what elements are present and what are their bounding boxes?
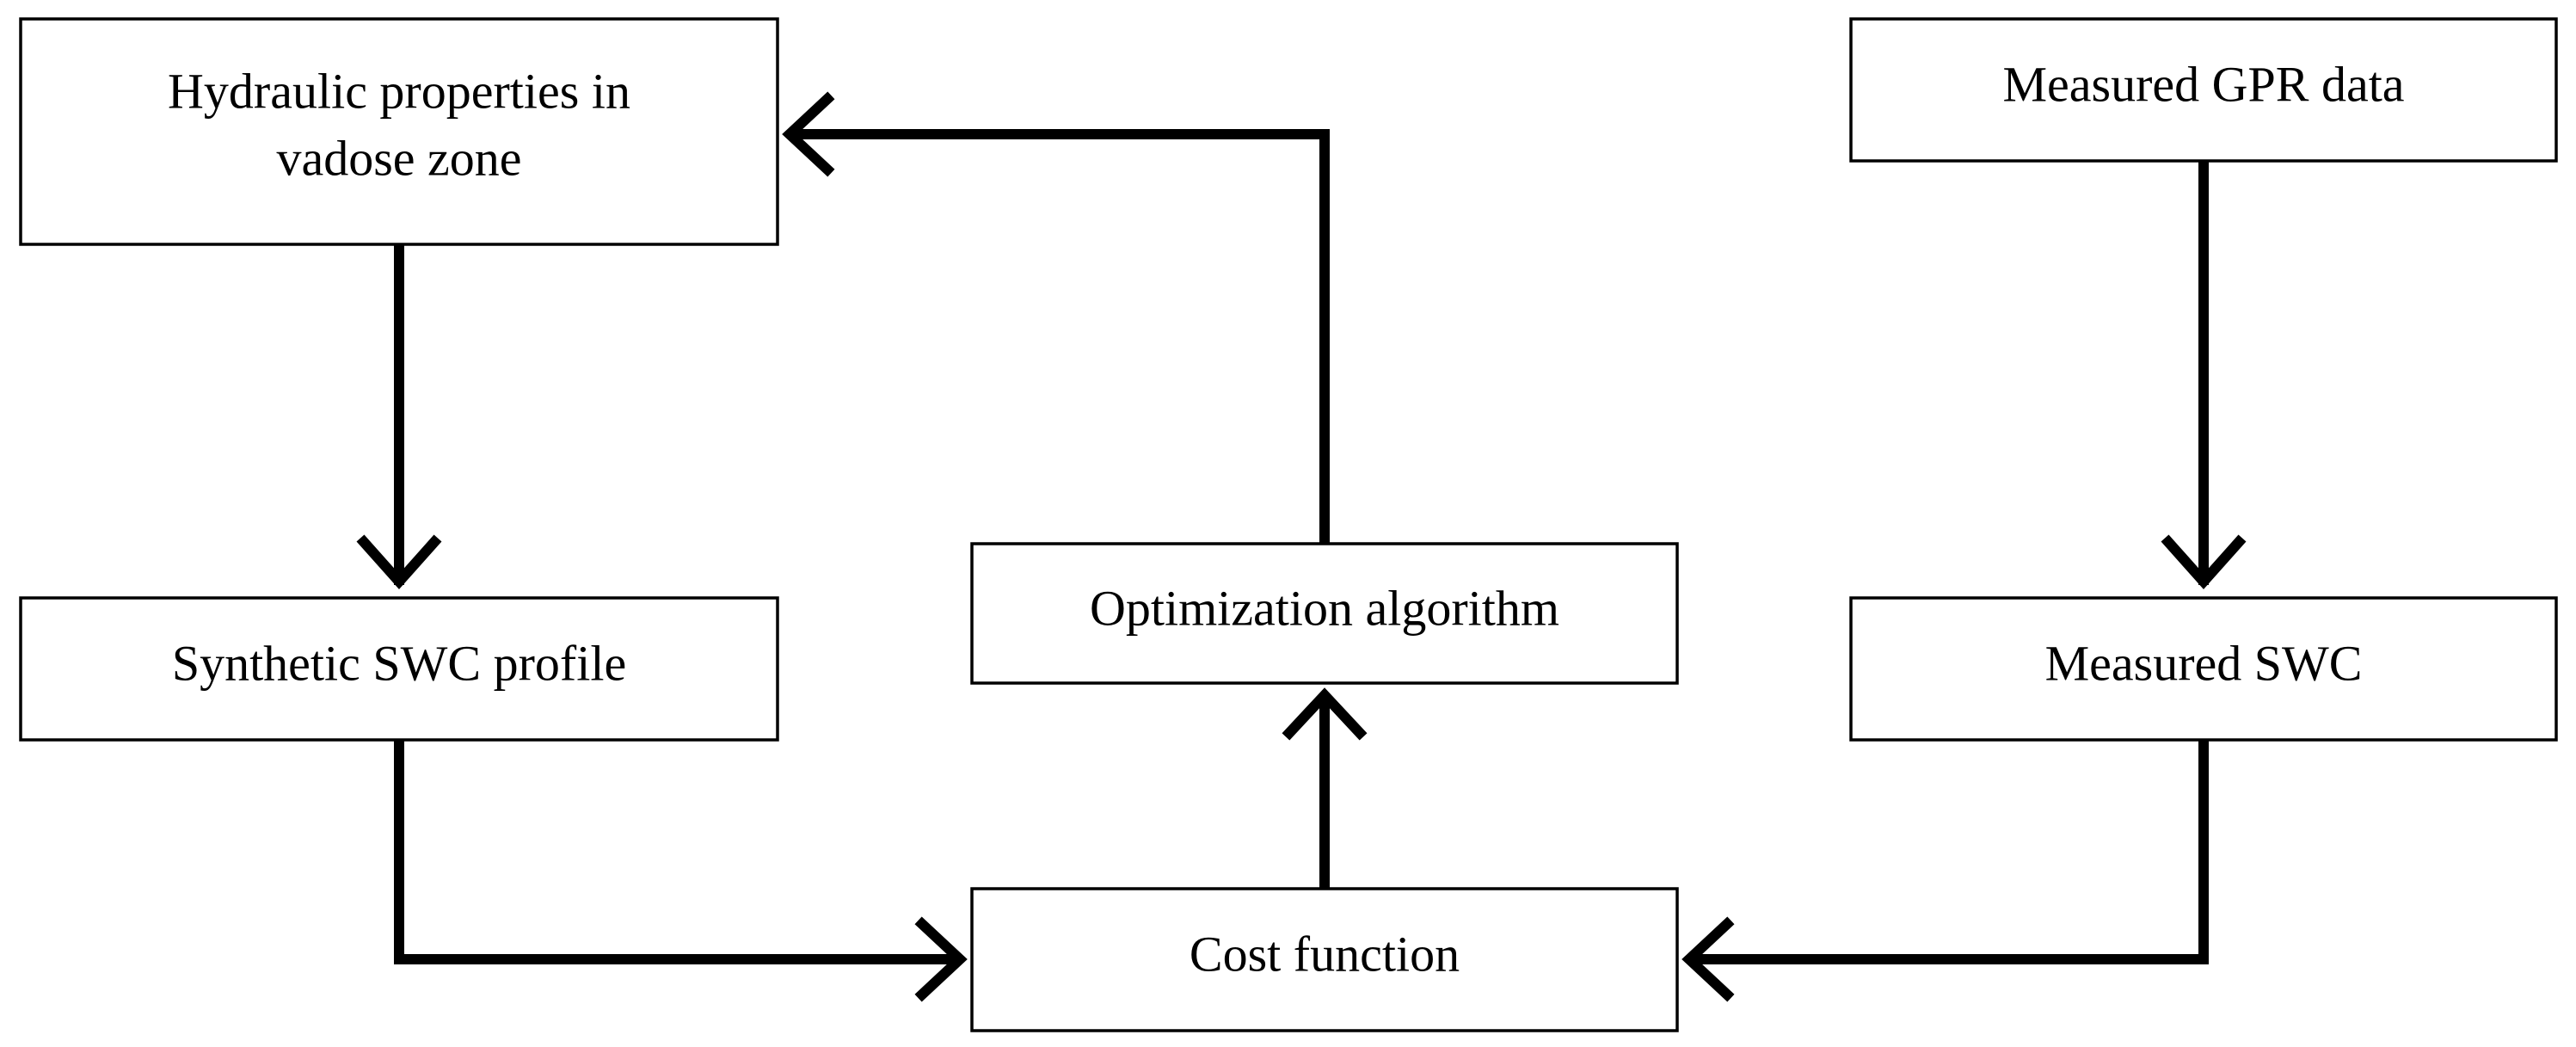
node-measured-swc-label: Measured SWC <box>2045 635 2363 691</box>
node-measured-swc: Measured SWC <box>1849 596 2558 742</box>
node-hydraulic-properties: Hydraulic properties in vadose zone <box>19 17 779 246</box>
node-synthetic-swc-profile: Synthetic SWC profile <box>19 596 779 742</box>
node-measured-gpr-data-label: Measured GPR data <box>2002 56 2404 112</box>
arrow-cost-to-optimization <box>1282 687 1368 889</box>
arrow-hydraulic-to-synthetic <box>356 244 442 590</box>
node-cost-function: Cost function <box>970 887 1679 1032</box>
node-optimization-algorithm-label: Optimization algorithm <box>1090 580 1559 636</box>
node-synthetic-swc-profile-label: Synthetic SWC profile <box>172 635 626 691</box>
arrow-measured-swc-to-cost <box>1681 740 2209 1002</box>
node-optimization-algorithm: Optimization algorithm <box>970 542 1679 685</box>
arrow-optimization-to-hydraulic <box>782 91 1330 544</box>
node-hydraulic-properties-line-1: Hydraulic properties in <box>168 63 630 119</box>
node-measured-gpr-data: Measured GPR data <box>1849 17 2558 163</box>
arrow-gpr-to-measured-swc <box>2161 161 2247 590</box>
node-cost-function-label: Cost function <box>1190 926 1460 982</box>
arrow-synthetic-to-cost <box>394 740 968 1002</box>
node-hydraulic-properties-line-2: vadose zone <box>276 130 521 186</box>
